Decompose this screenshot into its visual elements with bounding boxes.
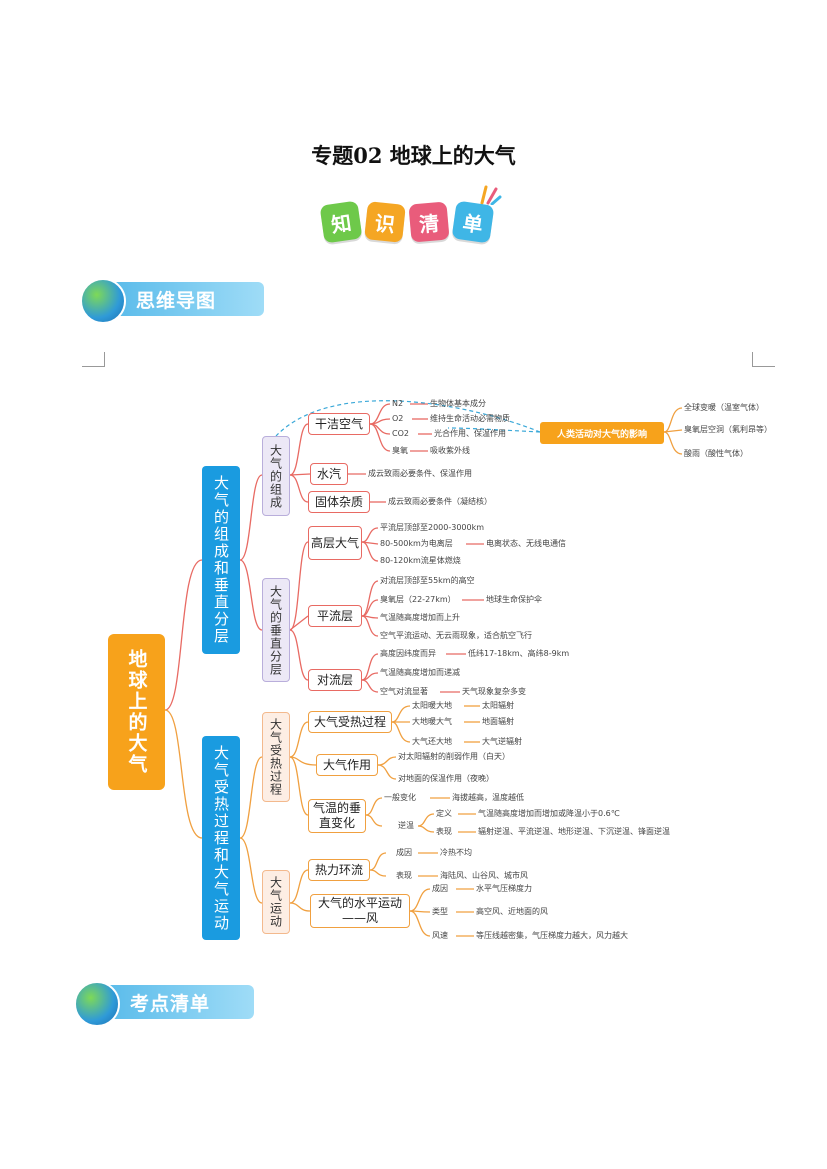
mindmap-root: 地球上的大气 — [108, 634, 165, 790]
leaf-text: 臭氧层空洞（氟利昂等） — [684, 425, 772, 434]
leaf-text: N2 — [392, 399, 404, 408]
leaf-text: 空气对流显著 — [380, 687, 428, 696]
leaf-text: 低纬17-18km、高纬8-9km — [468, 649, 570, 658]
section-title: 考点清单 — [130, 992, 211, 1015]
node-motion: 大气运动 — [262, 870, 290, 934]
branch-heating-motion: 大气受热过程和大气运动 — [202, 736, 240, 940]
leaf-text: 电离状态、无线电通信 — [486, 539, 566, 548]
node-human-impact: 人类活动对大气的影响 — [540, 422, 664, 444]
leaf-text: 海陆风、山谷风、城市风 — [440, 871, 528, 880]
node-stratosphere: 平流层 — [308, 605, 362, 627]
leaf-text: 80-120km流星体燃烧 — [380, 556, 461, 565]
leaf-text: 地面辐射 — [482, 717, 514, 726]
leaf-text: 太阳辐射 — [482, 701, 514, 710]
node-solid-impurities: 固体杂质 — [308, 491, 370, 513]
corner-mark — [752, 352, 775, 367]
node-wind: 大气的水平运动——风 — [310, 894, 410, 928]
leaf-text: 高空风、近地面的风 — [476, 907, 548, 916]
leaf-text: 对流层顶部至55km的高空 — [380, 576, 475, 585]
leaf-text: 对地面的保温作用（夜晚） — [398, 774, 494, 783]
leaf-text: 维持生命活动必需物质 — [430, 414, 510, 423]
leaf-text: 辐射逆温、平流逆温、地形逆温、下沉逆温、锋面逆温 — [478, 827, 670, 836]
node-heat-process: 大气受热过程 — [308, 711, 392, 733]
leaf-text: 气温随高度增加而增加或降温小于0.6℃ — [478, 809, 620, 818]
node-upper-atmosphere: 高层大气 — [308, 526, 362, 560]
leaf-text: O2 — [392, 414, 404, 423]
leaf-text: 表现 — [436, 827, 452, 836]
leaf-text: 酸雨（酸性气体） — [684, 449, 748, 458]
node-atm-effect: 大气作用 — [316, 754, 378, 776]
leaf-text: 空气平流运动、无云雨现象，适合航空飞行 — [380, 631, 532, 640]
section-title: 思维导图 — [136, 289, 217, 312]
node-composition: 大气的组成 — [262, 436, 290, 516]
leaf-text: 定义 — [436, 809, 452, 818]
leaf-text: 全球变暖（温室气体） — [684, 403, 764, 412]
branch-composition-layers: 大气的组成和垂直分层 — [202, 466, 240, 654]
leaf-text: 气温随高度增加而上升 — [380, 613, 460, 622]
leaf-text: 臭氧 — [392, 446, 408, 455]
leaf-text: 平流层顶部至2000-3000km — [380, 523, 485, 532]
leaf-text: 水平气压梯度力 — [476, 884, 532, 893]
leaf-text: 对太阳辐射的削弱作用（白天） — [398, 752, 510, 761]
corner-mark — [82, 352, 105, 367]
leaf-text: 逆温 — [398, 821, 414, 830]
sparkle-icon — [480, 185, 502, 205]
leaf-text: 表现 — [396, 871, 412, 880]
node-water-vapor: 水汽 — [310, 463, 348, 485]
leaf-text: 大气还大地 — [412, 737, 452, 746]
leaf-text: 成因 — [396, 848, 412, 857]
node-vertical-layers: 大气的垂直分层 — [262, 578, 290, 682]
leaf-text: 臭氧层（22-27km） — [380, 595, 456, 604]
leaf-text: 光合作用、保温作用 — [434, 429, 506, 438]
section-banner-mindmap: 思维导图 — [80, 278, 264, 324]
node-heating: 大气受热过程 — [262, 712, 290, 802]
leaf-text: 类型 — [432, 907, 448, 916]
leaf-text: 海拔越高，温度越低 — [452, 793, 524, 802]
leaf-text: 气温随高度增加而递减 — [380, 668, 460, 677]
leaf-text: 成云致雨必要条件（凝结核） — [388, 497, 492, 506]
globe-icon — [80, 278, 126, 324]
node-temp-vertical: 气温的垂直变化 — [308, 799, 366, 833]
node-clean-air: 干洁空气 — [308, 413, 370, 435]
leaf-text: 成因 — [432, 884, 448, 893]
leaf-text: CO2 — [392, 429, 409, 438]
leaf-text: 吸收紫外线 — [430, 446, 470, 455]
leaf-text: 80-500km为电离层 — [380, 539, 453, 548]
leaf-text: 大地暖大气 — [412, 717, 452, 726]
leaf-text: 一般变化 — [384, 793, 416, 802]
document-title: 专题02 地球上的大气 — [311, 143, 516, 168]
leaf-text: 地球生命保护伞 — [486, 595, 542, 604]
leaf-text: 大气逆辐射 — [482, 737, 522, 746]
leaf-text: 风速 — [432, 931, 448, 940]
node-troposphere: 对流层 — [308, 669, 362, 691]
leaf-text: 冷热不均 — [440, 848, 472, 857]
leaf-text: 等压线越密集，气压梯度力越大，风力越大 — [476, 931, 628, 940]
leaf-text: 高度因纬度而异 — [380, 649, 436, 658]
leaf-text: 天气现象复杂多变 — [462, 687, 526, 696]
section-banner-exam-points: 考点清单 — [74, 981, 254, 1027]
globe-icon — [74, 981, 120, 1027]
leaf-text: 太阳暖大地 — [412, 701, 452, 710]
leaf-text: 成云致雨必要条件、保温作用 — [368, 469, 472, 478]
leaf-text: 生物体基本成分 — [430, 399, 486, 408]
node-thermal-circulation: 热力环流 — [308, 859, 370, 881]
